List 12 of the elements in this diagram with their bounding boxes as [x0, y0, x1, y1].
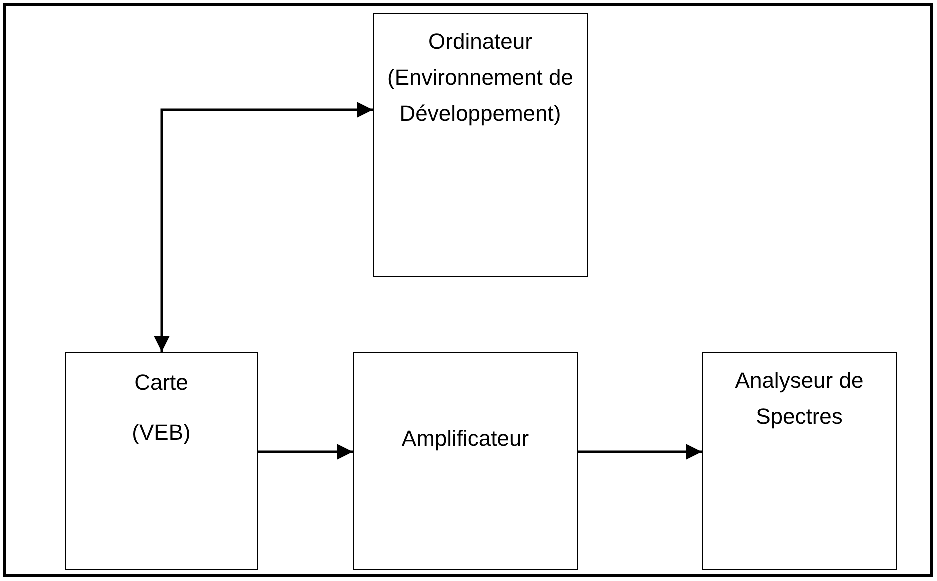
arrow — [258, 444, 353, 460]
box-label: Amplificateur — [402, 425, 530, 453]
process-box — [702, 352, 897, 570]
arrow — [154, 102, 373, 352]
process-box — [373, 13, 588, 277]
process-box — [353, 352, 578, 570]
arrow — [578, 444, 702, 460]
box-label: Analyseur de Spectres — [734, 367, 865, 431]
box-label: Ordinateur (Environnement de Développement) — [386, 28, 574, 128]
box-label: Carte — [134, 369, 188, 397]
process-box — [65, 352, 258, 570]
box-label: (VEB) — [132, 419, 191, 447]
